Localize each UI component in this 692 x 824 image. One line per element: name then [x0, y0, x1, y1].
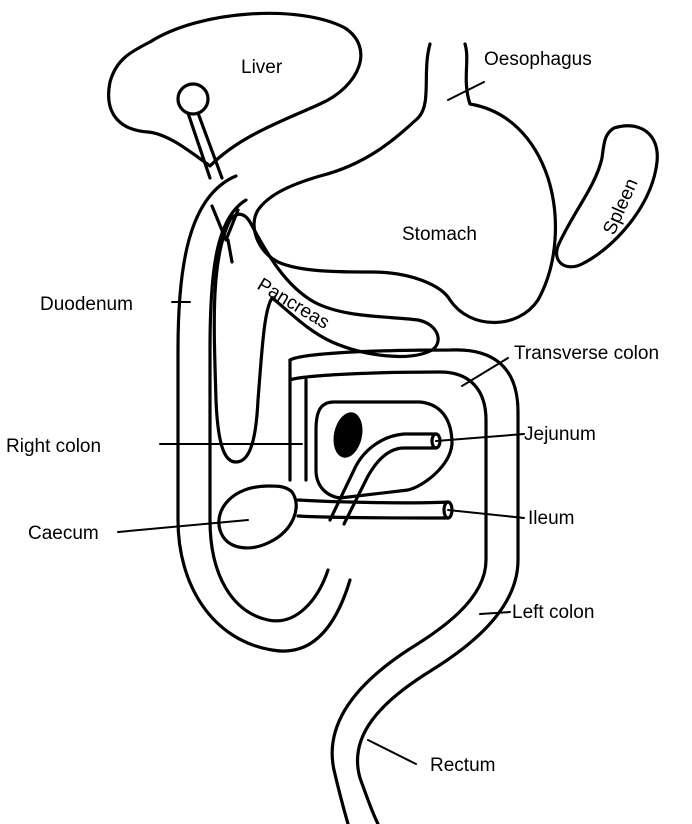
label-left-colon: Left colon [512, 602, 594, 623]
stomach-shape [254, 44, 555, 323]
left-colon-leader [480, 612, 510, 614]
rectum-leader [368, 740, 416, 764]
ileum-shape [298, 500, 448, 518]
jejunum-leader [436, 434, 524, 441]
label-spleen: Spleen [599, 175, 642, 238]
liver-shape [109, 13, 361, 166]
pancreas-shape [214, 214, 438, 462]
mesentery-dark-mark [330, 410, 367, 461]
duodenum-inner-shape [210, 200, 328, 621]
label-stomach: Stomach [402, 224, 477, 245]
label-right-colon: Right colon [6, 436, 101, 457]
caecum-shape [219, 486, 296, 548]
caecum-leader [118, 520, 248, 532]
label-rectum: Rectum [430, 755, 495, 776]
label-caecum: Caecum [28, 523, 99, 544]
label-duodenum: Duodenum [40, 294, 133, 315]
colon-outer-shape [290, 350, 518, 824]
spleen-shape [557, 126, 658, 267]
label-liver: Liver [241, 57, 283, 78]
label-oesophagus: Oesophagus [484, 49, 592, 70]
gallbladder-shape [178, 84, 208, 114]
bile-duct-shape [188, 113, 222, 178]
label-jejunum: Jejunum [524, 424, 596, 445]
label-ileum: Ileum [528, 508, 574, 529]
transverse-colon-leader [462, 358, 508, 386]
label-transverse-colon: Transverse colon [514, 343, 659, 364]
